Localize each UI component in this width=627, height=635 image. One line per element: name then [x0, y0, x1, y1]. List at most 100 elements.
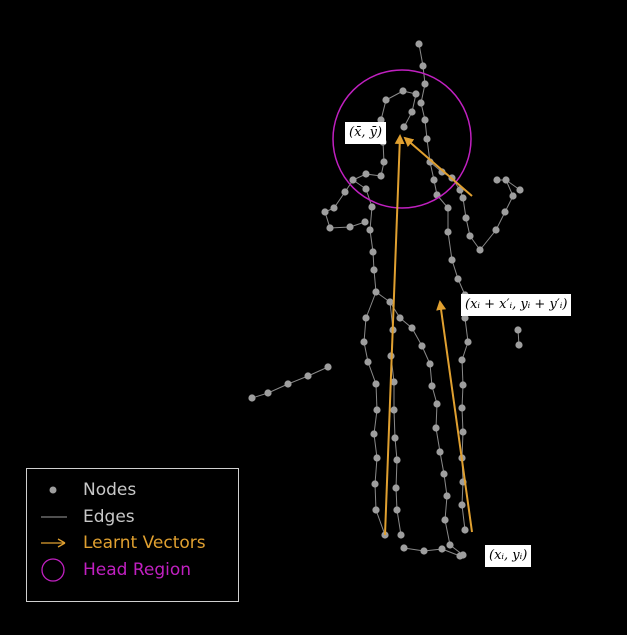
edge-line-icon: [39, 505, 79, 529]
graph-edge: [373, 269, 377, 293]
graph-edge: [393, 409, 396, 439]
legend-nodes-label: Nodes: [83, 480, 137, 500]
graph-node: [364, 358, 372, 366]
graph-edge: [444, 519, 451, 546]
graph-edge: [461, 431, 464, 459]
graph-edge: [444, 495, 448, 521]
graph-node: [390, 406, 398, 414]
graph-edge: [363, 317, 367, 343]
graph-node: [430, 176, 438, 184]
legend-row-nodes: Nodes: [27, 478, 136, 502]
graph-node: [284, 380, 292, 388]
legend-edges-label: Edges: [83, 507, 135, 527]
graph-edge: [461, 481, 464, 506]
graph-edge: [418, 43, 424, 67]
graph-node: [420, 547, 428, 555]
graph-edge: [464, 317, 469, 343]
legend-head-label: Head Region: [83, 560, 192, 580]
graph-node: [371, 480, 379, 488]
graph-node: [362, 170, 370, 178]
graph-node: [393, 456, 401, 464]
graph-node: [366, 226, 374, 234]
graph-node: [444, 228, 452, 236]
graph-edge: [375, 383, 378, 411]
graph-node: [370, 430, 378, 438]
graph-node: [448, 256, 456, 264]
graph-edge: [367, 361, 377, 385]
graph-node: [264, 389, 272, 397]
graph-node: [501, 208, 509, 216]
graph-edge: [461, 407, 464, 433]
legend-row-vectors: Learnt Vectors: [27, 531, 206, 555]
graph-node: [373, 406, 381, 414]
legend-row-edges: Edges: [27, 505, 135, 529]
graph-node: [462, 214, 470, 222]
graph-node: [390, 378, 398, 386]
node-point-label: (xᵢ, yᵢ): [485, 545, 532, 567]
graph-node: [438, 168, 446, 176]
graph-node: [330, 204, 338, 212]
graph-edge: [373, 409, 378, 435]
head-region-circle: [332, 69, 472, 209]
graph-node: [461, 314, 469, 322]
graph-node: [492, 226, 500, 234]
graph-node: [408, 324, 416, 332]
graph-edge: [447, 231, 453, 261]
graph-node: [361, 218, 369, 226]
graph-node: [380, 158, 388, 166]
graph-node: [516, 186, 524, 194]
graph-node: [377, 116, 385, 124]
graph-node: [432, 424, 440, 432]
graph-edge: [443, 473, 448, 497]
graph-node: [377, 172, 385, 180]
graph-node: [433, 400, 441, 408]
graph-edge: [461, 384, 464, 409]
graph-node: [458, 356, 466, 364]
graph-node: [396, 314, 404, 322]
graph-node: [456, 552, 464, 560]
head-center-label: (x̄, ȳ): [345, 122, 387, 144]
graph-node: [373, 454, 381, 462]
learnt-vectors-layer: [384, 134, 473, 536]
graph-node: [515, 341, 523, 349]
graph-edge: [369, 229, 374, 253]
learnt-vector-arrow: [436, 300, 473, 533]
graph-node: [438, 545, 446, 553]
graph-edge: [365, 291, 377, 319]
graph-node: [341, 188, 349, 196]
graph-node: [418, 342, 426, 350]
graph-node: [459, 381, 467, 389]
graph-node: [421, 80, 429, 88]
graph-node: [400, 544, 408, 552]
graph-node: [399, 87, 407, 95]
graph-edge: [396, 509, 402, 536]
graph-node: [436, 448, 444, 456]
graph-edge: [373, 433, 378, 459]
graph-node: [440, 470, 448, 478]
graph-edge: [435, 427, 441, 453]
graph-node: [321, 208, 329, 216]
graph-edge: [375, 509, 386, 536]
graph-edge: [374, 483, 377, 511]
graph-node: [412, 90, 420, 98]
graph-node: [372, 380, 380, 388]
graph-node: [493, 176, 501, 184]
graph-node: [372, 506, 380, 514]
graph-node: [362, 314, 370, 322]
graph-node: [464, 338, 472, 346]
graph-node: [326, 224, 334, 232]
graph-node: [446, 541, 454, 549]
graph-node: [391, 434, 399, 442]
graph-node: [360, 338, 368, 346]
legend: Nodes Edges Learnt Vectors Head Region: [26, 468, 239, 602]
graph-node: [458, 404, 466, 412]
graph-node: [459, 194, 467, 202]
graph-node: [443, 492, 451, 500]
graph-node: [426, 360, 434, 368]
graph-node: [370, 266, 378, 274]
graph-node: [458, 501, 466, 509]
graph-node: [419, 62, 427, 70]
legend-vectors-label: Learnt Vectors: [83, 533, 206, 553]
graph-edge: [461, 504, 466, 531]
